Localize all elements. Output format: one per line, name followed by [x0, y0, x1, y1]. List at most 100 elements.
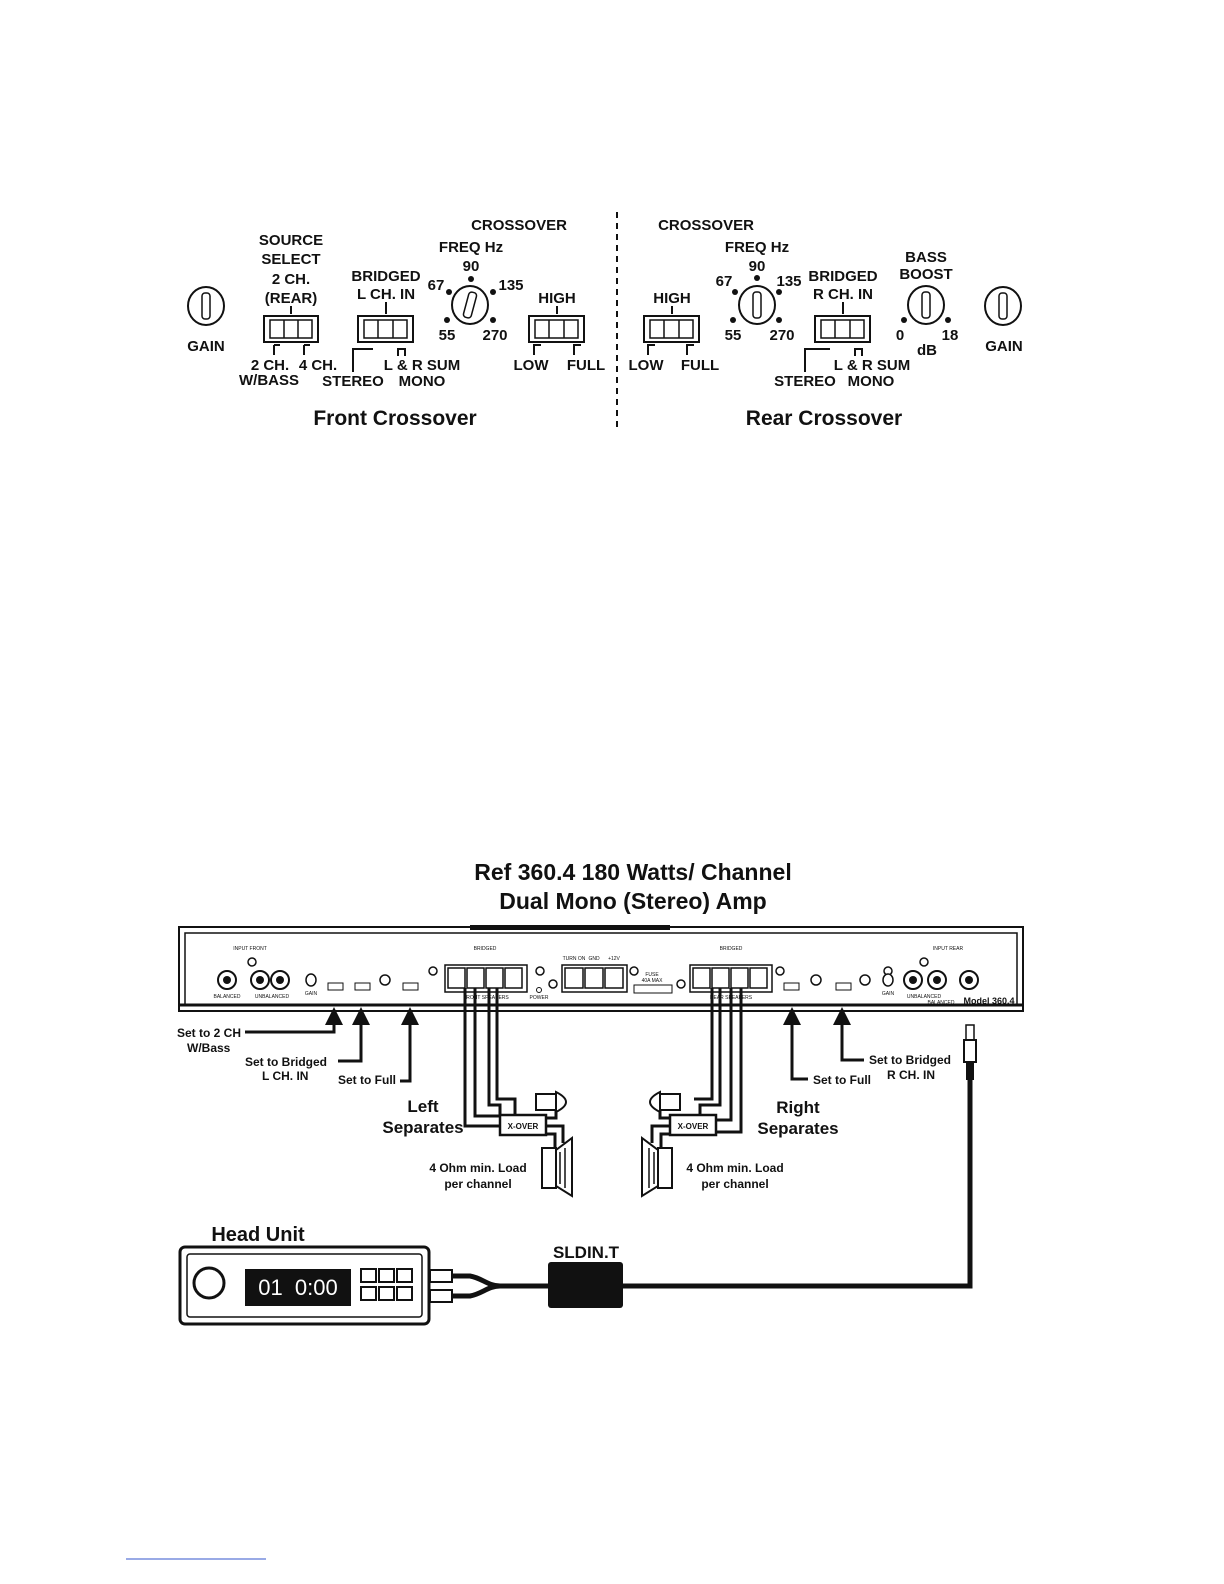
front-freq-135: 135 [498, 277, 523, 294]
front-gain-knob[interactable] [187, 286, 225, 326]
callout-full-right: Set to Full [813, 1073, 871, 1087]
right-load-line1: 4 Ohm min. Load [686, 1161, 783, 1175]
rear-filter-full: FULL [681, 357, 719, 374]
right-xover-label: X-OVER [678, 1122, 709, 1131]
front-filter-switch[interactable] [528, 306, 585, 355]
amp-gain-rear-knob[interactable] [882, 973, 894, 987]
source-select-line2: SELECT [261, 251, 320, 268]
source-4ch-label: 4 CH. [299, 357, 337, 374]
front-freq-67: 67 [428, 277, 445, 294]
amp-gain-front-knob[interactable] [305, 973, 317, 987]
rca-input-rear[interactable] [903, 970, 947, 990]
left-separates-line1: Left [407, 1097, 439, 1116]
left-xover-label: X-OVER [508, 1122, 539, 1131]
bridged-l-mono-label: MONO [399, 373, 446, 390]
amp-front-speakers: FRONT SPEAKERS [463, 995, 509, 1001]
callout-2ch-line1: Set to 2 CH [177, 1026, 241, 1040]
sldin-interface-box [548, 1262, 623, 1308]
right-woofer-icon [641, 1136, 673, 1198]
source-select-switch[interactable] [263, 306, 319, 355]
callout-2ch-line [245, 1007, 343, 1034]
amp-source-switch[interactable] [327, 982, 344, 991]
rear-speaker-terminals[interactable] [689, 964, 773, 993]
amp-unbalanced-rear: UNBALANCED [907, 994, 942, 1000]
amp-fuse-1: FUSE [645, 972, 659, 978]
rca-input-front[interactable] [250, 970, 290, 990]
rear-crossover-label: CROSSOVER [658, 217, 754, 234]
amp-unbalanced-front: UNBALANCED [255, 994, 290, 1000]
source-select-line1: SOURCE [259, 232, 323, 249]
amp-input-front: INPUT FRONT [233, 946, 267, 952]
front-speaker-terminals[interactable] [444, 964, 528, 993]
left-xover-box [498, 1113, 548, 1137]
front-freq-90: 90 [463, 258, 480, 275]
rear-freq-label: FREQ Hz [725, 239, 789, 256]
balanced-input-rear[interactable] [959, 970, 979, 990]
amp-power: POWER [530, 995, 549, 1001]
rear-filter-switch[interactable] [643, 306, 700, 355]
front-freq-55: 55 [439, 327, 456, 344]
rear-gain-knob[interactable] [984, 286, 1022, 326]
rear-freq-67: 67 [716, 273, 733, 290]
bridged-r-switch[interactable] [804, 302, 871, 372]
rear-freq-55: 55 [725, 327, 742, 344]
front-crossover-title: Front Crossover [313, 407, 476, 430]
front-freq-label: FREQ Hz [439, 239, 503, 256]
balanced-cable [623, 1024, 977, 1289]
left-load-line1: 4 Ohm min. Load [429, 1161, 526, 1175]
source-2ch-label: 2 CH. [251, 357, 289, 374]
amp-gain-front: GAIN [305, 991, 318, 997]
bridged-r-line2: R CH. IN [813, 286, 873, 303]
right-separates-line1: Right [776, 1098, 820, 1117]
callout-bridged-l-line1: Set to Bridged [245, 1055, 327, 1069]
right-speaker-wires [650, 988, 743, 1148]
bridged-r-mono-label: MONO [848, 373, 895, 390]
amp-freq-front-knob[interactable] [379, 974, 391, 986]
amp-bridged-front: BRIDGED [474, 946, 497, 952]
source-wbass-label: W/BASS [239, 372, 299, 389]
amp-turn-on: TURN ON [563, 956, 586, 962]
bass-boost-18: 18 [942, 327, 959, 344]
left-load-line2: per channel [444, 1177, 511, 1191]
amp-bridged-l-switch[interactable] [354, 982, 371, 991]
front-filter-full: FULL [567, 357, 605, 374]
rear-freq-knob[interactable] [730, 275, 782, 325]
amp-bass-boost-knob[interactable] [859, 974, 871, 986]
power-led [536, 987, 542, 993]
source-select-line4: (REAR) [265, 290, 318, 307]
bass-boost-line2: BOOST [899, 266, 952, 283]
head-unit-display [245, 1269, 351, 1306]
amp-gnd: GND [588, 956, 600, 962]
right-load-line2: per channel [701, 1177, 768, 1191]
bass-boost-line1: BASS [905, 249, 947, 266]
callout-full-right-line [783, 1007, 808, 1081]
amp-freq-rear-knob[interactable] [810, 974, 822, 986]
head-unit-volume-knob[interactable] [192, 1266, 226, 1300]
front-filter-high: HIGH [538, 290, 576, 307]
bass-boost-knob[interactable] [901, 285, 951, 325]
head-unit-buttons[interactable] [360, 1268, 413, 1301]
amp-filter-front-switch[interactable] [402, 982, 419, 991]
amp-bridged-rear: BRIDGED [720, 946, 743, 952]
bridged-r-sum-label: L & R SUM [834, 357, 910, 374]
rear-freq-135: 135 [776, 273, 801, 290]
amp-fuse-2: 40A MAX [642, 978, 664, 984]
amp-balanced-front: BALANCED [214, 994, 241, 1000]
amp-input-rear: INPUT REAR [933, 946, 964, 952]
bridged-l-switch[interactable] [352, 302, 414, 372]
bridged-l-line2: L CH. IN [357, 286, 415, 303]
rear-filter-high: HIGH [653, 290, 691, 307]
bridged-r-stereo-label: STEREO [774, 373, 836, 390]
rear-freq-90: 90 [749, 258, 766, 275]
front-freq-knob[interactable] [444, 276, 496, 325]
left-woofer-icon [541, 1136, 573, 1198]
balanced-input-front[interactable] [217, 970, 237, 990]
bridged-r-line1: BRIDGED [808, 268, 877, 285]
right-separates-line2: Separates [757, 1119, 838, 1138]
amplifier-panel: INPUT FRONT BALANCED UNBALANCED GAIN [178, 925, 1024, 1012]
amp-filter-rear-switch[interactable] [783, 982, 800, 991]
amp-bridged-r-switch[interactable] [835, 982, 852, 991]
front-filter-low: LOW [514, 357, 550, 374]
power-terminals[interactable] [561, 964, 628, 993]
crossover-panel: GAIN SOURCE SELECT 2 CH. (REAR) 2 CH. 4 … [187, 212, 1023, 430]
